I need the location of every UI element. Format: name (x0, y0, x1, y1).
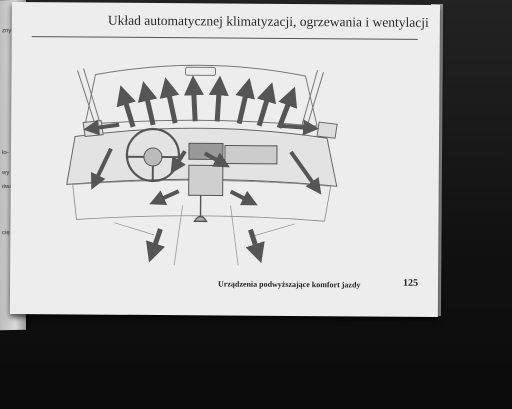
page-header-title: Układ automatycznej klimatyzacji, ogrzew… (107, 12, 429, 30)
airflow-arrows-vents (90, 147, 322, 206)
center-display (188, 142, 224, 160)
floor-line (114, 205, 295, 266)
manual-page: Układ automatycznej klimatyzacji, ogrzew… (9, 2, 440, 317)
airflow-arrows-side (83, 119, 320, 136)
airflow-arrows-windshield (116, 75, 298, 129)
rearview-mirror (185, 66, 217, 76)
page-number: 125 (403, 277, 419, 289)
dashboard-airflow-illustration (66, 64, 338, 266)
airflow-arrows-floor (146, 228, 265, 264)
gear-shifter (193, 195, 208, 223)
footer-section-title: Urządzenia podwyższające komfort jazdy (218, 279, 361, 290)
climate-panel (224, 144, 278, 165)
center-console (188, 164, 224, 196)
header-divider (31, 36, 418, 40)
steering-hub (143, 147, 163, 167)
side-mirror-right (316, 121, 338, 139)
a-pillar-right (300, 69, 324, 129)
a-pillar-left (77, 68, 102, 127)
